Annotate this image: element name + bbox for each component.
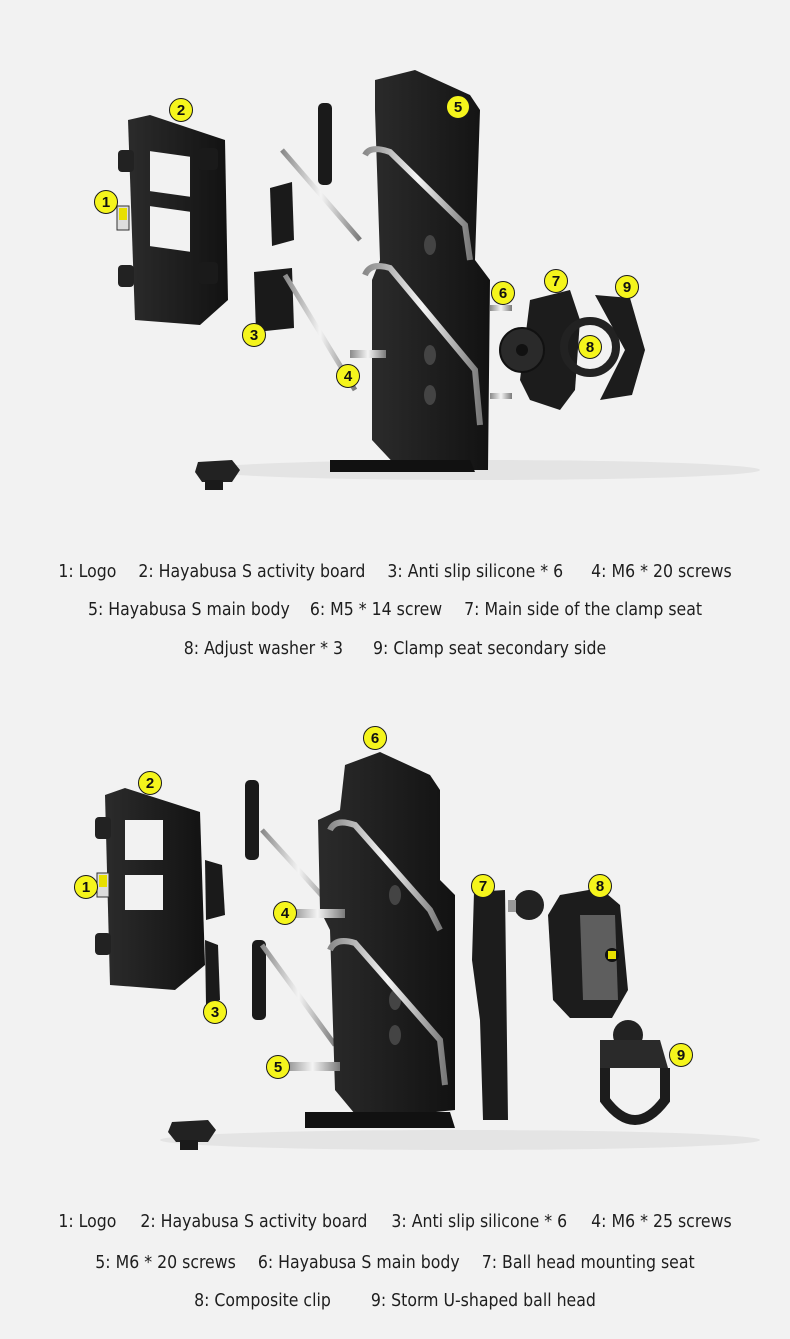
callout-badge: 3 <box>242 323 266 347</box>
exploded-view-illustration-2 <box>95 752 760 1150</box>
callout-badge: 2 <box>138 771 162 795</box>
legend-item: 6: M5 * 14 screw <box>309 600 443 620</box>
legend-row: 1: Logo 2: Hayabusa S activity board 3: … <box>0 1212 790 1232</box>
callout-badge: 1 <box>94 190 118 214</box>
legend-item: 8: Adjust washer * 3 <box>183 639 344 659</box>
legend-row: 5: M6 * 20 screws 6: Hayabusa S main bod… <box>0 1253 790 1273</box>
callout-badge: 8 <box>588 874 612 898</box>
callout-badge: 1 <box>74 875 98 899</box>
legend-row: 8: Adjust washer * 3 9: Clamp seat secon… <box>0 639 790 659</box>
callout-badge: 6 <box>363 726 387 750</box>
callout-badge: 4 <box>336 364 360 388</box>
callout-badge: 4 <box>273 901 297 925</box>
callout-badge: 5 <box>266 1055 290 1079</box>
exploded-diagram-2: 1 2 3 4 5 6 7 8 9 <box>0 700 790 1200</box>
callout-badge: 8 <box>578 335 602 359</box>
exploded-diagram-1: 1 2 3 4 5 6 7 8 9 <box>0 0 790 540</box>
callout-badge: 2 <box>169 98 193 122</box>
exploded-view-illustration-1 <box>116 70 760 490</box>
legend-item: 4: M6 * 20 screws <box>591 562 732 582</box>
legend-item: 5: Hayabusa S main body <box>87 600 290 620</box>
legend-item: 1: Logo <box>58 1212 117 1232</box>
main-body-part <box>330 70 490 472</box>
callout-badge: 6 <box>491 281 515 305</box>
legend-item: 3: Anti slip silicone * 6 <box>387 562 564 582</box>
legend-row: 8: Composite clip 9: Storm U-shaped ball… <box>0 1291 790 1311</box>
legend-item: 7: Ball head mounting seat <box>481 1253 695 1273</box>
callout-badge: 7 <box>544 269 568 293</box>
clamp-seat-main-part <box>499 290 580 410</box>
legend-item: 4: M6 * 25 screws <box>591 1212 732 1232</box>
legend-item: 1: Logo <box>58 562 117 582</box>
legend-item: 9: Storm U-shaped ball head <box>370 1291 596 1311</box>
legend-row: 5: Hayabusa S main body 6: M5 * 14 screw… <box>0 600 790 620</box>
activity-board-part <box>116 115 228 325</box>
callout-badge: 7 <box>471 874 495 898</box>
legend-item: 3: Anti slip silicone * 6 <box>391 1212 568 1232</box>
legend-item: 2: Hayabusa S activity board <box>140 1212 368 1232</box>
legend-item: 7: Main side of the clamp seat <box>464 600 703 620</box>
legend-item: 6: Hayabusa S main body <box>257 1253 460 1273</box>
callout-badge: 5 <box>446 95 470 119</box>
legend-item: 8: Composite clip <box>194 1291 331 1311</box>
legend-item: 9: Clamp seat secondary side <box>373 639 607 659</box>
callout-badge: 3 <box>203 1000 227 1024</box>
callout-badge: 9 <box>669 1043 693 1067</box>
legend-item: 5: M6 * 20 screws <box>95 1253 236 1273</box>
callout-badge: 9 <box>615 275 639 299</box>
legend-item: 2: Hayabusa S activity board <box>138 562 366 582</box>
legend-row: 1: Logo 2: Hayabusa S activity board 3: … <box>0 562 790 582</box>
